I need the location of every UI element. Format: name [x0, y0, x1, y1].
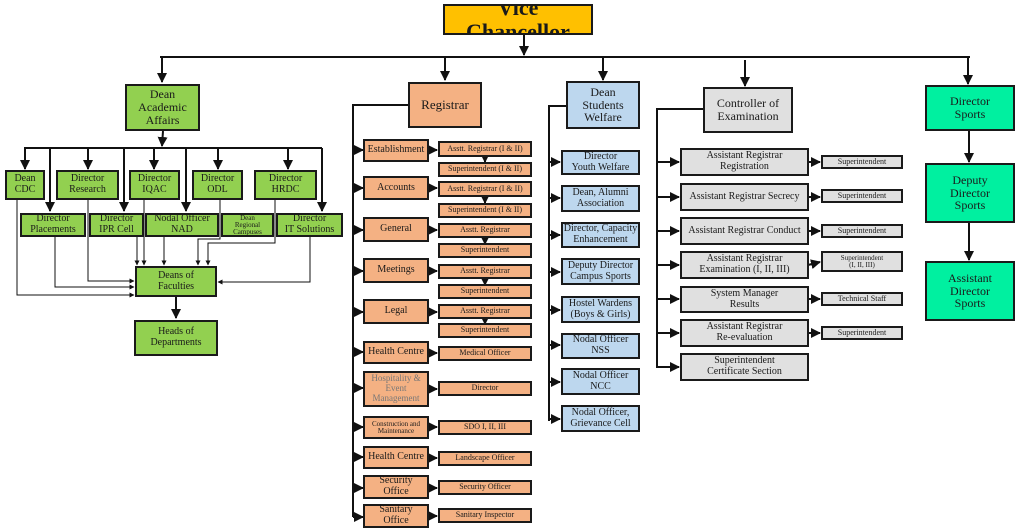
registrar-section-health-centre[interactable]: Health Centre: [363, 341, 429, 364]
registrar-sub-security-officer[interactable]: Security Officer: [438, 480, 532, 495]
heads-of-departments-box[interactable]: Heads of Departments: [134, 320, 218, 356]
exam-item-re-evaluation[interactable]: Assistant Registrar Re-evaluation: [680, 319, 809, 347]
registrar-section-general[interactable]: General: [363, 217, 429, 242]
registrar-section-security-office[interactable]: Security Office: [363, 475, 429, 499]
exam-item-certificate-section[interactable]: Superintendent Certificate Section: [680, 353, 809, 381]
assistant-director-sports-box[interactable]: Assistant Director Sports: [925, 261, 1015, 321]
director-sports-box[interactable]: Director Sports: [925, 85, 1015, 131]
director-it-solutions-box[interactable]: Director IT Solutions: [276, 213, 343, 237]
exam-item-conduct[interactable]: Assistant Registrar Conduct: [680, 217, 809, 245]
director-iqac-box[interactable]: Director IQAC: [129, 170, 180, 200]
registrar-sub-superintendent[interactable]: Superintendent: [438, 243, 532, 258]
registrar-sub-superintendent[interactable]: Superintendent: [438, 323, 532, 338]
sw-item-alumni-association[interactable]: Dean, Alumni Association: [561, 185, 640, 212]
exam-sub-technical-staff[interactable]: Technical Staff: [821, 292, 903, 306]
exam-item-secrecy[interactable]: Assistant Registrar Secrecy: [680, 183, 809, 211]
registrar-sub-sanitary-inspector[interactable]: Sanitary Inspector: [438, 508, 532, 523]
registrar-sub-sdo[interactable]: SDO I, II, III: [438, 420, 532, 435]
registrar-sub-superintendent[interactable]: Superintendent: [438, 284, 532, 299]
dean-cdc-box[interactable]: Dean CDC: [5, 170, 45, 200]
nodal-officer-nad-box[interactable]: Nodal Officer NAD: [145, 213, 219, 237]
sw-item-ncc[interactable]: Nodal Officer NCC: [561, 368, 640, 395]
registrar-box[interactable]: Registrar: [408, 82, 482, 128]
exam-sub-superintendent[interactable]: Superintendent: [821, 224, 903, 238]
registrar-section-hospitality[interactable]: Hospitality & Event Management: [363, 371, 429, 407]
exam-item-registration[interactable]: Assistant Registrar Registration: [680, 148, 809, 176]
director-hrdc-box[interactable]: Director HRDC: [254, 170, 317, 200]
sw-item-capacity-enhancement[interactable]: Director, Capacity Enhancement: [561, 222, 640, 248]
vice-chancellor-box[interactable]: Vice Chancellor: [443, 4, 593, 35]
director-odl-box[interactable]: Director ODL: [192, 170, 243, 200]
exam-item-system-manager[interactable]: System Manager Results: [680, 286, 809, 313]
exam-sub-superintendent[interactable]: Superintendent: [821, 326, 903, 340]
dean-regional-campuses-box[interactable]: Dean Regional Campuses: [221, 213, 274, 237]
director-placements-box[interactable]: Director Placements: [20, 213, 86, 237]
registrar-section-sanitary-office[interactable]: Sanitary Office: [363, 504, 429, 528]
exam-sub-superintendent[interactable]: Superintendent: [821, 155, 903, 169]
director-ipr-cell-box[interactable]: Director IPR Cell: [89, 213, 144, 237]
controller-of-examination-box[interactable]: Controller of Examination: [703, 87, 793, 133]
registrar-sub-landscape-officer[interactable]: Landscape Officer: [438, 451, 532, 466]
exam-item-examination[interactable]: Assistant Registrar Examination (I, II, …: [680, 251, 809, 279]
exam-sub-superintendent[interactable]: Superintendent: [821, 189, 903, 203]
registrar-section-establishment[interactable]: Establishment: [363, 139, 429, 162]
sw-item-grievance-cell[interactable]: Nodal Officer, Grievance Cell: [561, 405, 640, 432]
dean-academic-affairs-box[interactable]: Dean Academic Affairs: [125, 84, 200, 131]
registrar-sub-superintendent[interactable]: Superintendent (I & II): [438, 203, 532, 218]
registrar-section-legal[interactable]: Legal: [363, 299, 429, 324]
deputy-director-sports-box[interactable]: Deputy Director Sports: [925, 163, 1015, 223]
sw-item-youth-welfare[interactable]: Director Youth Welfare: [561, 150, 640, 175]
registrar-sub-asstt-registrar[interactable]: Asstt. Registrar (I & II): [438, 141, 532, 157]
exam-sub-superintendent[interactable]: Superintendent (I, II, III): [821, 251, 903, 272]
registrar-section-construction[interactable]: Construction and Maintenance: [363, 416, 429, 439]
registrar-section-meetings[interactable]: Meetings: [363, 258, 429, 283]
registrar-sub-asstt-registrar[interactable]: Asstt. Registrar: [438, 264, 532, 279]
registrar-section-health-centre-2[interactable]: Health Centre: [363, 446, 429, 469]
registrar-section-accounts[interactable]: Accounts: [363, 176, 429, 200]
registrar-sub-superintendent[interactable]: Superintendent (I & II): [438, 162, 532, 177]
registrar-sub-asstt-registrar[interactable]: Asstt. Registrar: [438, 223, 532, 238]
sw-item-hostel-wardens[interactable]: Hostel Wardens (Boys & Girls): [561, 296, 640, 323]
dean-students-welfare-box[interactable]: Dean Students Welfare: [566, 81, 640, 129]
director-research-box[interactable]: Director Research: [56, 170, 119, 200]
registrar-sub-asstt-registrar[interactable]: Asstt. Registrar (I & II): [438, 181, 532, 197]
registrar-sub-medical-officer[interactable]: Medical Officer: [438, 346, 532, 361]
deans-of-faculties-box[interactable]: Deans of Faculties: [135, 266, 217, 297]
sw-item-nss[interactable]: Nodal Officer NSS: [561, 333, 640, 359]
registrar-sub-director[interactable]: Director: [438, 381, 532, 396]
registrar-sub-asstt-registrar[interactable]: Asstt. Registrar: [438, 304, 532, 319]
sw-item-campus-sports[interactable]: Deputy Director Campus Sports: [561, 258, 640, 285]
